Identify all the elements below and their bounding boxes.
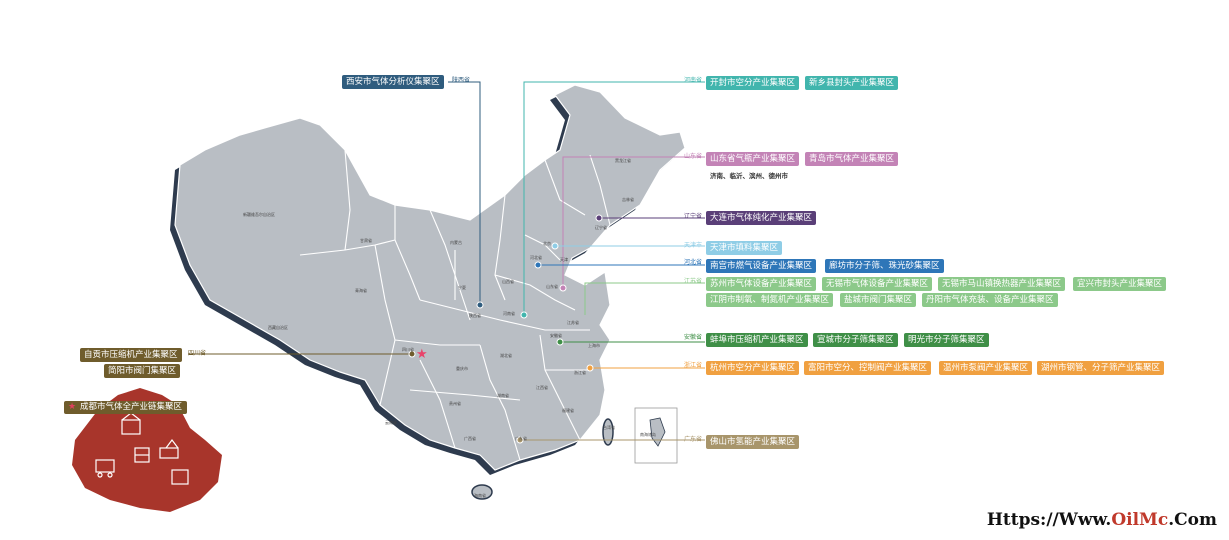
province-label-sichuan: 四川省 <box>188 350 207 357</box>
cluster-tag: 南宫市燃气设备产业集聚区 <box>706 259 817 273</box>
nanhai-shape <box>649 417 666 447</box>
label-xinjiang: 新疆维吾尔自治区 <box>243 212 275 217</box>
cluster-tag: 无锡市马山镇换热器产业集聚区 <box>938 277 1066 291</box>
label-ningxia: 宁夏 <box>458 285 466 290</box>
province-label-hebei: 河北省 <box>684 259 703 266</box>
province-label-tianjin: 天津市 <box>684 242 703 249</box>
chengdu-star-icon: ★ <box>416 347 428 362</box>
chengdu-legend: ★ 成都市气体全产业链集聚区 <box>64 401 188 414</box>
china-landmass <box>174 84 686 471</box>
cluster-tag: 苏州市气体设备产业集聚区 <box>706 277 817 291</box>
label-chongqing: 重庆市 <box>456 366 468 371</box>
cluster-tag: 蚌埠市压缩机产业集聚区 <box>706 333 808 347</box>
cluster-tag: 明光市分子筛集聚区 <box>904 333 989 347</box>
watermark-prefix: Https://Www. <box>986 510 1112 530</box>
cluster-tag: 新乡县封头产业集聚区 <box>805 76 899 90</box>
cluster-tag: 江阴市制氧、制氮机产业集聚区 <box>706 293 834 307</box>
cluster-tag: 无锡市气体设备产业集聚区 <box>822 277 933 291</box>
label-taiwan: 台湾省 <box>603 425 615 430</box>
chengdu-icons <box>95 412 189 485</box>
province-label-jiangsu: 江苏省 <box>684 278 703 285</box>
label-jiangsu: 江苏省 <box>567 320 579 325</box>
cluster-tag: 西安市气体分析仪集聚区 <box>342 75 444 89</box>
cluster-tag: 宜兴市封头产业集聚区 <box>1073 277 1167 291</box>
label-guizhou: 贵州省 <box>449 401 461 406</box>
label-xizang: 西藏自治区 <box>268 325 288 330</box>
label-heilongjiang: 黑龙江省 <box>615 158 631 163</box>
label-guangxi: 广西省 <box>464 436 476 441</box>
label-zhejiang: 浙江省 <box>574 370 586 375</box>
label-neimenggu: 内蒙古 <box>450 240 462 245</box>
cluster-tag: 杭州市空分产业集聚区 <box>706 361 800 375</box>
star-icon: ★ <box>68 402 77 412</box>
label-anhui: 安徽省 <box>550 333 562 338</box>
cluster-tag: 廊坊市分子筛、珠光砂集聚区 <box>825 259 944 273</box>
label-shanxi: 山西省 <box>502 279 514 284</box>
label-nanhai: 南海诸岛 <box>640 432 656 437</box>
cluster-tag: 湖州市钢管、分子筛产业集聚区 <box>1037 361 1165 375</box>
label-hebei: 河北省 <box>530 255 542 260</box>
label-hunan: 湖南省 <box>497 393 509 398</box>
label-jiangxi: 江西省 <box>536 385 548 390</box>
label-qinghai: 青海省 <box>355 288 367 293</box>
cluster-tag: 佛山市氢能产业集聚区 <box>706 435 800 449</box>
cluster-tag: 盐城市阀门集聚区 <box>840 293 917 307</box>
cluster-tag: 丹阳市气体充装、设备产业集聚区 <box>922 293 1058 307</box>
province-borders <box>299 149 611 461</box>
label-hainan: 海南省 <box>474 493 486 498</box>
province-label-liaoning: 辽宁省 <box>684 213 703 220</box>
cluster-tag: 温州市泵阀产业集聚区 <box>939 361 1033 375</box>
cluster-tag: 天津市填料集聚区 <box>706 241 783 255</box>
cluster-tag: 青岛市气体产业集聚区 <box>805 152 899 166</box>
label-beijing: 北京 <box>543 241 551 246</box>
label-shandong: 山东省 <box>546 284 558 289</box>
province-label-guangdong: 广东省 <box>684 436 703 443</box>
legend-label: 成都市气体全产业链集聚区 <box>80 402 183 412</box>
cluster-tag: 大连市气体纯化产业集聚区 <box>706 211 817 225</box>
province-label-anhui: 安徽省 <box>684 334 703 341</box>
province-label-henan: 河南省 <box>684 77 703 84</box>
label-guangdong: 广东省 <box>515 436 527 441</box>
cluster-tag: 富阳市空分、控制阀产业集聚区 <box>804 361 932 375</box>
label-gansu: 甘肃省 <box>360 238 372 243</box>
shandong-cities-note: 济南、临沂、滨州、德州市 <box>710 172 788 180</box>
cluster-tag: 宣城市分子筛集聚区 <box>813 333 898 347</box>
label-jilin: 吉林省 <box>622 197 634 202</box>
hainan-island <box>471 484 493 500</box>
watermark: Https://Www.OilMc.Com <box>987 510 1217 530</box>
cluster-tag: 简阳市阀门集聚区 <box>104 364 181 378</box>
province-label-shandong: 山东省 <box>684 153 703 160</box>
sichuan-chengdu-shape <box>72 388 222 512</box>
cluster-tag: 自贡市压缩机产业集聚区 <box>80 348 182 362</box>
cluster-tag: 山东省气瓶产业集聚区 <box>706 152 800 166</box>
leader-dots <box>408 214 603 444</box>
label-tianjin: 天津 <box>560 257 568 262</box>
leader-lines <box>188 81 705 441</box>
watermark-brand: OilMc <box>1111 510 1169 530</box>
label-liaoning: 辽宁省 <box>595 225 607 230</box>
province-label-zhejiang: 浙江省 <box>684 362 703 369</box>
cluster-tag: 开封市空分产业集聚区 <box>706 76 800 90</box>
label-sichuan: 四川省 <box>402 347 414 352</box>
province-label-shaanxi: 陕西省 <box>452 77 471 84</box>
label-fujian: 福建省 <box>562 408 574 413</box>
label-yunnan: 云南省 <box>385 420 397 425</box>
label-henan: 河南省 <box>503 311 515 316</box>
taiwan-island <box>602 418 614 446</box>
label-shanghai: 上海市 <box>588 343 600 348</box>
watermark-suffix: .Com <box>1168 510 1217 530</box>
label-shaanxi: 陕西省 <box>469 313 481 318</box>
label-hubei: 湖北省 <box>500 353 512 358</box>
